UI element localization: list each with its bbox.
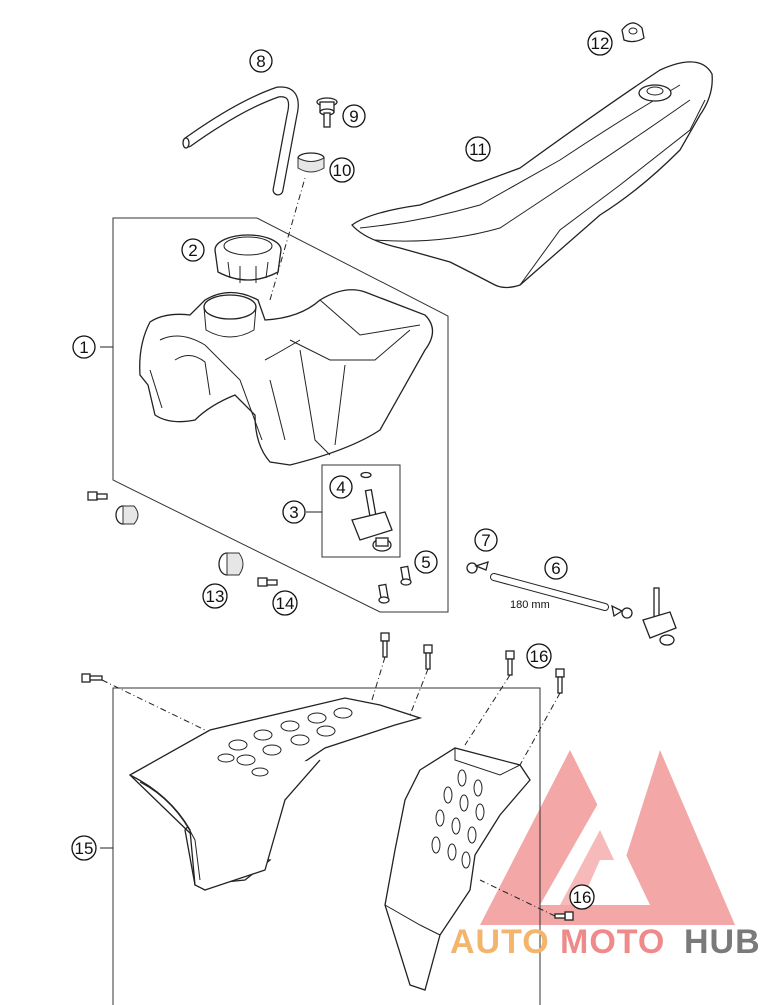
callout-14-label: 14 — [276, 594, 295, 613]
hose-clamp — [466, 561, 489, 574]
tank-rubber-bushing — [115, 505, 139, 525]
callout-13-label: 13 — [206, 587, 225, 606]
callout-15-label: 15 — [75, 839, 94, 858]
tap-group-frame — [321, 464, 401, 558]
left-skid-plate — [128, 697, 423, 891]
callout-6: 6 — [544, 556, 568, 580]
hose-clamp-right — [611, 604, 633, 619]
callout-3: 3 — [282, 500, 306, 524]
callout-5-label: 5 — [421, 553, 430, 572]
watermark-text: AUTO MOTO HUB — [450, 923, 761, 961]
callout-1: 1 — [72, 335, 96, 359]
mount-bolt — [257, 577, 278, 587]
callout-5: 5 — [414, 550, 438, 574]
callout-16-top-label: 16 — [530, 647, 549, 666]
fuel-cap — [214, 234, 282, 283]
callout-11-label: 11 — [469, 140, 487, 159]
callout-9: 9 — [342, 104, 366, 128]
callout-8-label: 8 — [256, 52, 265, 71]
fuel-hose — [490, 573, 609, 611]
callout-1-label: 1 — [79, 338, 88, 357]
fuel-tap — [351, 471, 393, 552]
callout-15: 15 — [71, 835, 97, 861]
rubber-bushing — [218, 552, 244, 576]
tap-screws — [378, 565, 412, 604]
grommet — [297, 152, 325, 173]
callout-11: 11 — [465, 136, 491, 162]
fuel-tap-reference — [642, 587, 677, 646]
hose-length-label: 180 mm — [510, 599, 550, 611]
callout-10-label: 10 — [333, 161, 352, 180]
watermark-text-moto: MOTO — [560, 923, 665, 961]
seat-clip — [621, 22, 645, 43]
callout-12: 12 — [587, 30, 613, 56]
tank-group-frame — [112, 217, 449, 613]
watermark-text-auto: AUTO — [450, 923, 550, 961]
right-plate-vent-slots — [431, 769, 485, 869]
callout-2-label: 2 — [188, 241, 197, 260]
callout-2: 2 — [181, 238, 205, 262]
callout-16-bottom-label: 16 — [573, 888, 592, 907]
watermark-logo — [480, 750, 735, 925]
callout-12-label: 12 — [591, 34, 610, 53]
callout-9-label: 9 — [349, 107, 358, 126]
callout-16-top: 16 — [526, 643, 552, 669]
skid-plate-group-frame — [112, 687, 541, 1005]
callout-14: 14 — [272, 590, 298, 616]
seat — [351, 61, 713, 289]
callout-3-label: 3 — [289, 503, 298, 522]
callout-13: 13 — [202, 583, 228, 609]
callout-8: 8 — [249, 49, 273, 73]
callout-10: 10 — [329, 157, 355, 183]
skid-plate-vent-slots — [217, 707, 353, 777]
callout-7: 7 — [474, 528, 498, 552]
tank-mount-bolt — [87, 491, 108, 501]
right-skid-plate — [384, 747, 531, 991]
breather-hose — [182, 86, 299, 196]
callout-6-label: 6 — [551, 559, 560, 578]
skid-plate-bolts — [81, 632, 574, 921]
callout-16-bottom: 16 — [569, 884, 595, 910]
callout-7-label: 7 — [481, 531, 490, 550]
fuel-tank — [139, 289, 434, 466]
callout-4-label: 4 — [336, 478, 345, 497]
vent-valve — [316, 97, 338, 128]
callout-4: 4 — [329, 475, 353, 499]
watermark-text-hub: HUB — [684, 923, 761, 961]
